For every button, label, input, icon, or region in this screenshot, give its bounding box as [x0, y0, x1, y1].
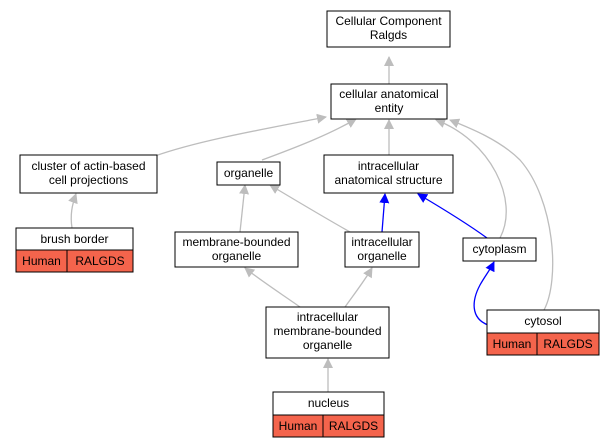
node-cellular-anatomical-entity-line1: cellular anatomical	[339, 87, 438, 101]
edge-membrane-bounded-to-organelle	[239, 184, 250, 233]
node-brush-border[interactable]: brush border Human RALGDS	[15, 227, 134, 273]
node-cytoplasm-line1: cytoplasm	[472, 242, 526, 256]
node-cellular-anatomical-entity-line2: entity	[375, 101, 404, 115]
node-brush-border-gene: RALGDS	[75, 254, 124, 268]
edge-cytoplasm-to-structure	[417, 193, 488, 239]
node-root-line1: Cellular Component	[335, 14, 442, 28]
node-imbo-line2: membrane-bounded	[273, 324, 381, 338]
node-intracellular-anatomical-structure[interactable]: intracellular anatomical structure	[323, 154, 454, 194]
edges	[68, 56, 554, 392]
node-cluster-actin-line2: cell projections	[49, 173, 128, 187]
node-cluster-actin[interactable]: cluster of actin-based cell projections	[19, 154, 158, 194]
node-cluster-actin-line1: cluster of actin-based	[31, 159, 145, 173]
edge-intracellular-organelle-to-structure	[379, 193, 390, 233]
node-cytosol-gene: RALGDS	[543, 337, 592, 351]
edge-intracellular-organelle-to-organelle	[269, 184, 351, 233]
edge-organelle-to-entity	[261, 118, 357, 161]
edge-cytoplasm-to-entity	[435, 118, 507, 239]
node-intracellular-organelle-line1: intracellular	[351, 235, 412, 249]
node-nucleus-line1: nucleus	[308, 396, 349, 410]
edge-brush-border-to-cluster	[68, 193, 78, 229]
node-imbo-line1: intracellular	[297, 310, 358, 324]
node-brush-border-species: Human	[22, 254, 61, 268]
node-cytosol-line1: cytosol	[524, 314, 561, 328]
edge-cytosol-to-cytoplasm	[473, 261, 495, 326]
node-intracellular-organelle[interactable]: intracellular organelle	[344, 231, 420, 268]
node-root-line2: Ralgds	[370, 28, 407, 42]
node-nucleus-species: Human	[279, 419, 318, 433]
node-root[interactable]: Cellular Component Ralgds	[326, 10, 451, 48]
node-membrane-bounded-organelle[interactable]: membrane-bounded organelle	[174, 231, 299, 268]
node-intracellular-membrane-bounded-organelle[interactable]: intracellular membrane-bounded organelle	[265, 306, 390, 359]
node-intracellular-anatomical-structure-line2: anatomical structure	[334, 173, 442, 187]
node-cellular-anatomical-entity[interactable]: cellular anatomical entity	[330, 83, 448, 120]
edge-cluster-actin-to-entity	[154, 113, 327, 157]
edge-imbo-to-intracellular-organelle	[344, 267, 373, 308]
edge-cytosol-to-entity	[449, 118, 554, 311]
node-nucleus[interactable]: nucleus Human RALGDS	[272, 391, 385, 438]
node-membrane-bounded-organelle-line1: membrane-bounded	[182, 235, 290, 249]
node-organelle[interactable]: organelle	[216, 161, 281, 186]
node-intracellular-organelle-line2: organelle	[357, 249, 407, 263]
node-nucleus-gene: RALGDS	[329, 419, 378, 433]
node-membrane-bounded-organelle-line2: organelle	[212, 249, 262, 263]
node-imbo-line3: organelle	[303, 338, 353, 352]
node-brush-border-line1: brush border	[40, 232, 108, 246]
node-cytoplasm[interactable]: cytoplasm	[462, 237, 537, 262]
node-intracellular-anatomical-structure-line1: intracellular	[358, 159, 419, 173]
node-cytosol[interactable]: cytosol Human RALGDS	[486, 309, 600, 356]
node-organelle-line1: organelle	[224, 166, 274, 180]
edge-imbo-to-membrane-bounded	[244, 267, 301, 308]
node-cytosol-species: Human	[493, 337, 532, 351]
